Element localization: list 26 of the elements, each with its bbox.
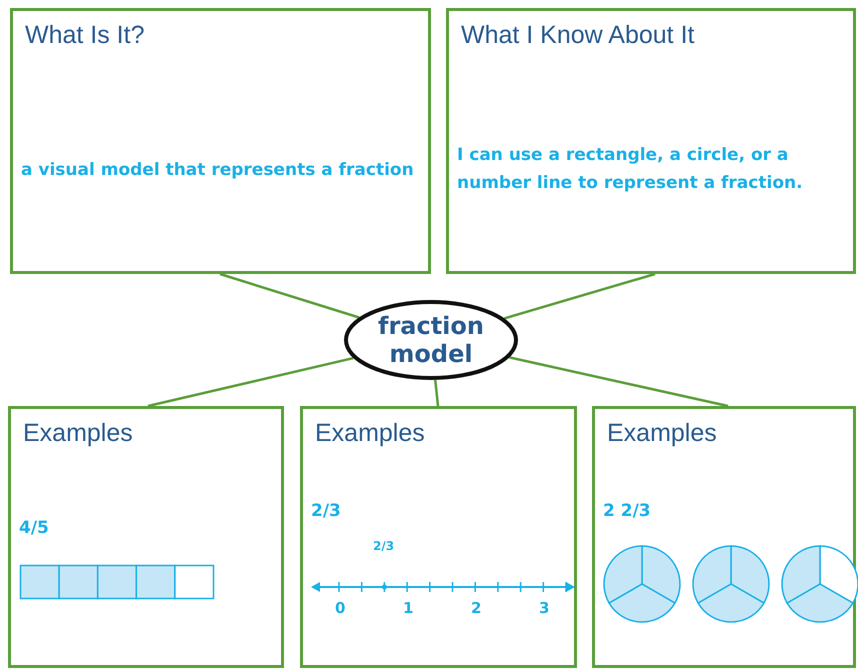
- organizer-panel: [446, 8, 856, 274]
- tick-label: 0: [335, 599, 346, 617]
- fraction-label: 2/3: [311, 500, 342, 523]
- connector-line: [220, 272, 360, 319]
- organizer-panel: [592, 406, 856, 668]
- topic-title: fraction model: [377, 312, 485, 368]
- connector-line: [434, 380, 440, 406]
- connector-line: [504, 272, 656, 320]
- organizer-panel: [8, 406, 284, 668]
- organizer-panel: [10, 8, 431, 274]
- tick-label: 1: [403, 599, 414, 617]
- panel-heading: What Is It?: [25, 21, 144, 50]
- panel-heading: Examples: [607, 419, 717, 448]
- connector-line: [509, 356, 728, 408]
- panel-text: a visual model that represents a fraction: [21, 159, 415, 182]
- fraction-label: 2 2/3: [603, 500, 652, 523]
- organizer-panel: [300, 406, 577, 668]
- fraction-label: 4/5: [19, 517, 50, 540]
- fraction-label: 2/3: [373, 539, 394, 553]
- tick-label: 2: [471, 599, 482, 617]
- panel-heading: Examples: [23, 419, 133, 448]
- tick-label: 3: [539, 599, 550, 617]
- panel-text: I can use a rectangle, a circle, or a number line to represent a fraction.: [457, 144, 804, 195]
- panel-heading: What I Know About It: [461, 21, 694, 50]
- connector-line: [148, 356, 354, 408]
- panel-heading: Examples: [315, 419, 425, 448]
